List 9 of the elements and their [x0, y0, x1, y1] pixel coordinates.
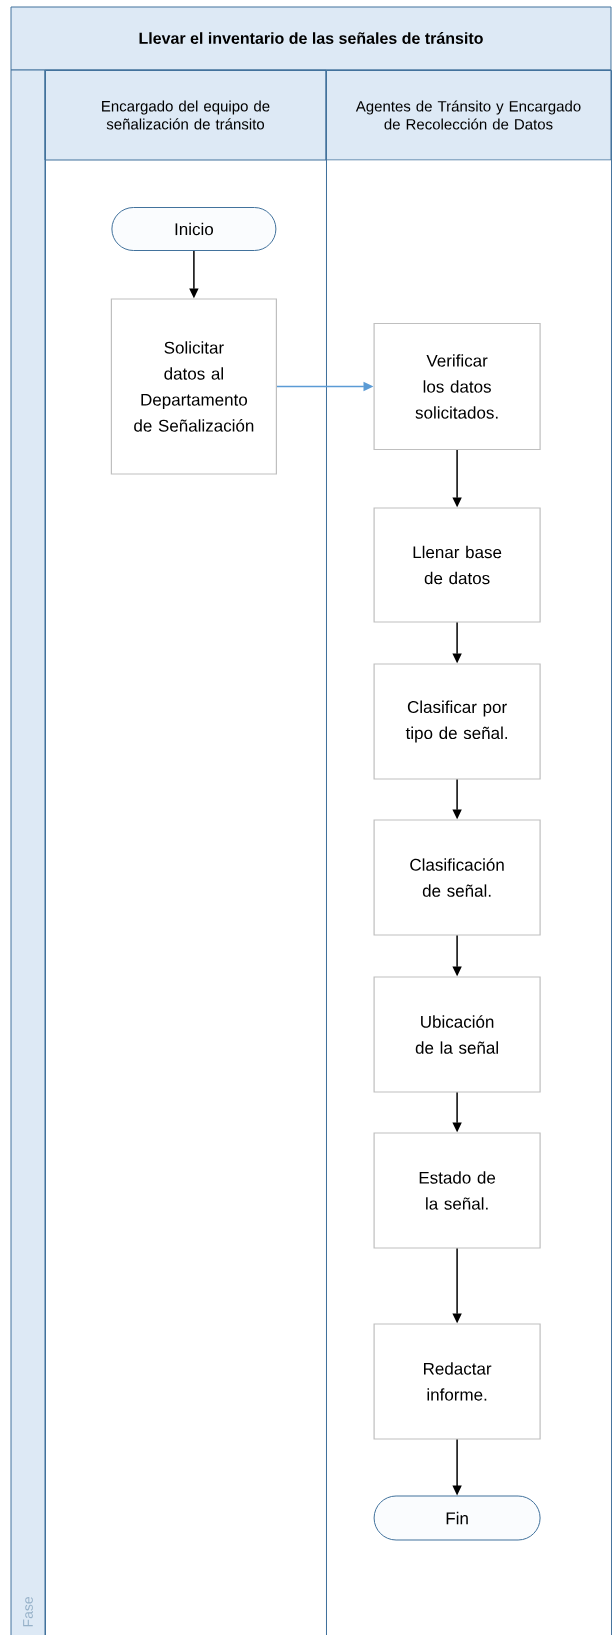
- process-box: Verificar los datos solicitados.: [373, 322, 541, 451]
- process-box: Estado de la señal.: [373, 1132, 541, 1249]
- title-band: Llevar el inventario de las señales de tránsito: [10, 6, 612, 71]
- process-box: Solicitar datos al Departamento de Señalización: [110, 298, 277, 475]
- process-box: Redactar informe.: [373, 1323, 541, 1440]
- process-box: Llenar base de datos: [373, 507, 541, 623]
- process-box: Ubicación de la señal: [373, 976, 541, 1093]
- process-box: Clasificar por tipo de señal.: [373, 663, 541, 780]
- process-box: Clasificación de señal.: [373, 819, 541, 936]
